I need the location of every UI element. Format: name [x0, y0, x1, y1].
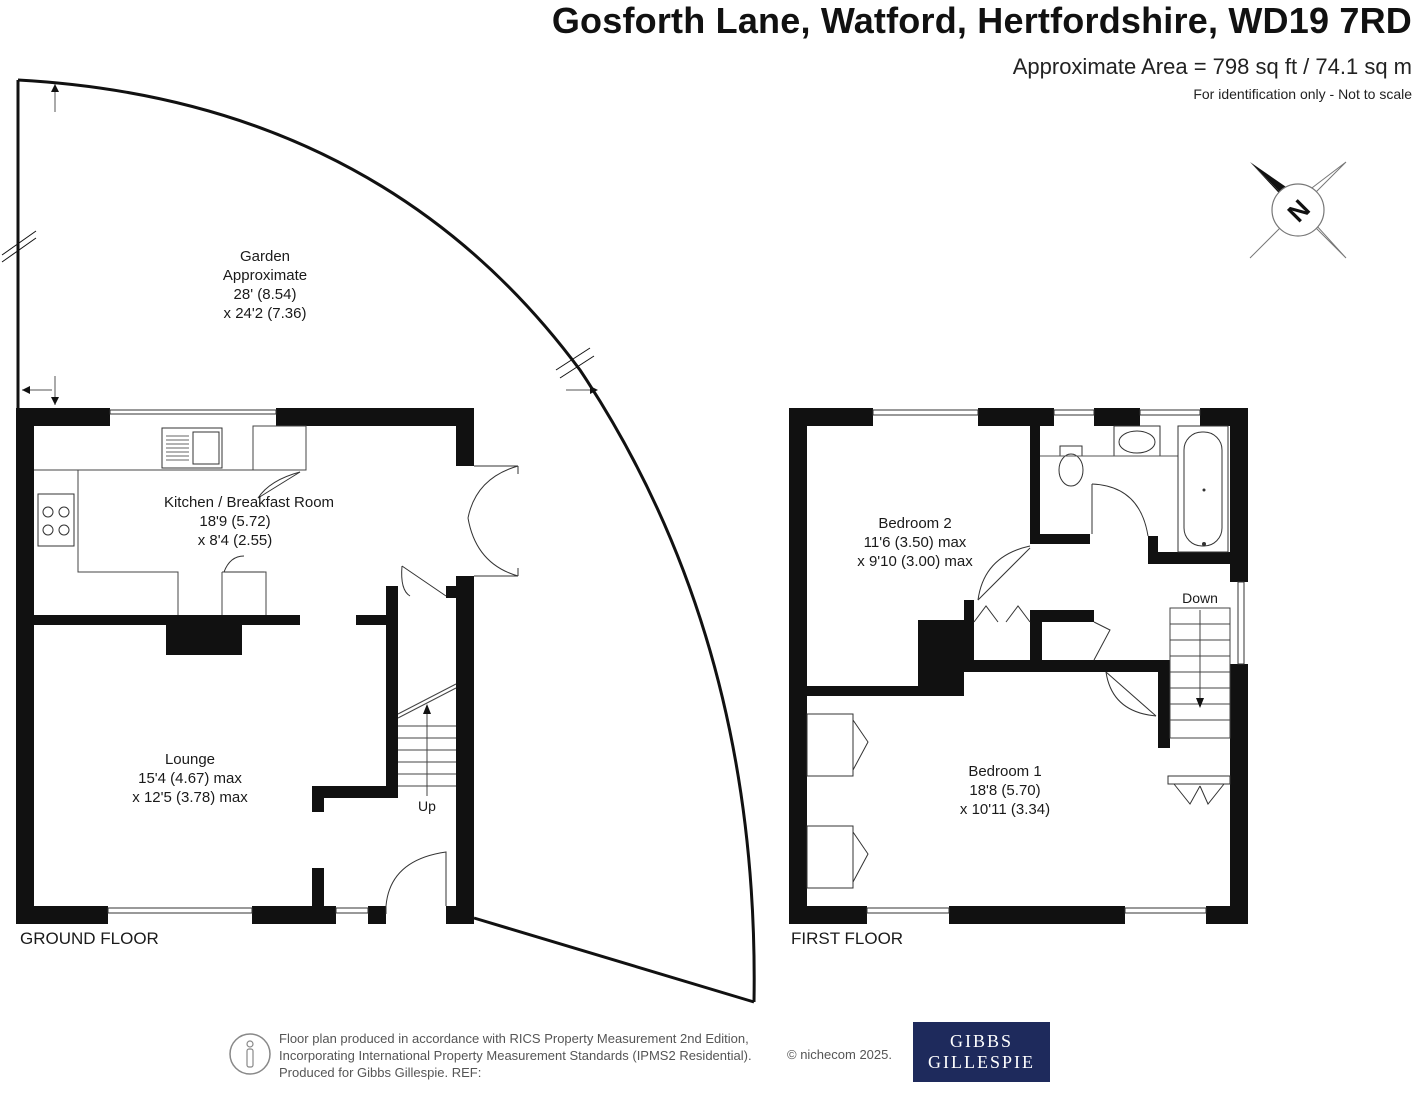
bedroom1-dimension-1: 18'8 (5.70): [969, 782, 1040, 799]
lounge-name: Lounge: [165, 751, 215, 768]
garden-outline: [1, 78, 756, 1004]
bath-icon: [1177, 425, 1229, 553]
kitchen-dimension-1: 18'9 (5.72): [199, 513, 270, 530]
stairs-up-label: Up: [418, 798, 436, 814]
kitchen-worktop: [34, 425, 307, 615]
lounge-dimension-2: x 12'5 (3.78) max: [132, 789, 248, 806]
agency-logo-line-1: GIBBS: [949, 1031, 1013, 1051]
ground-floor-walls: [16, 408, 474, 924]
compass-icon: N: [1249, 161, 1347, 259]
stairs-down-arrow-icon: [1196, 698, 1204, 708]
ground-floor-stairs: [397, 683, 457, 796]
agency-logo: GIBBS GILLESPIE: [913, 1022, 1050, 1082]
bedroom1-name: Bedroom 1: [968, 763, 1041, 780]
kitchen-dimension-2: x 8'4 (2.55): [198, 532, 273, 549]
first-floor-walls: [789, 408, 1248, 924]
approximate-area: Approximate Area = 798 sq ft / 74.1 sq m: [1012, 54, 1412, 79]
footer-disclaimer: Floor plan produced in accordance with R…: [279, 1030, 752, 1081]
ground-floor-label: GROUND FLOOR: [20, 929, 159, 948]
footer-line-1: Floor plan produced in accordance with R…: [279, 1031, 749, 1046]
copyright-notice: © nichecom 2025.: [787, 1047, 892, 1062]
kitchen-name: Kitchen / Breakfast Room: [164, 494, 334, 511]
garden-dimension-1: 28' (8.54): [234, 286, 297, 303]
bedroom2-name: Bedroom 2: [878, 515, 951, 532]
rics-logo-icon: [229, 1033, 271, 1075]
property-address-title: Gosforth Lane, Watford, Hertfordshire, W…: [551, 0, 1412, 41]
lounge-dimension-1: 15'4 (4.67) max: [138, 770, 242, 787]
stairs-up-arrow-icon: [423, 704, 431, 714]
first-floor-windows: [866, 409, 1245, 914]
agency-logo-line-2: GILLESPIE: [928, 1052, 1035, 1072]
first-floor-stairs: [1169, 607, 1231, 739]
stairs-down-label: Down: [1182, 590, 1218, 606]
footer-line-2: Incorporating International Property Mea…: [279, 1048, 752, 1063]
sink-icon: [161, 427, 223, 469]
basin-icon: [1040, 425, 1178, 457]
toilet-icon: [1058, 445, 1084, 487]
bedroom2-dimension-1: 11'6 (3.50) max: [864, 534, 967, 551]
garden-name: Garden: [240, 248, 290, 265]
garden-approx: Approximate: [223, 267, 307, 284]
garden-dimension-2: x 24'2 (7.36): [224, 305, 307, 322]
disclaimer-note: For identification only - Not to scale: [1193, 86, 1412, 102]
first-floor-label: FIRST FLOOR: [791, 929, 903, 948]
hob-icon: [37, 493, 75, 547]
footer-line-3: Produced for Gibbs Gillespie. REF:: [279, 1065, 482, 1080]
first-floor-doors: [806, 483, 1231, 889]
bedroom1-dimension-2: x 10'11 (3.34): [960, 801, 1050, 818]
bedroom2-dimension-2: x 9'10 (3.00) max: [857, 553, 973, 570]
ground-floor-doors: [223, 465, 519, 914]
